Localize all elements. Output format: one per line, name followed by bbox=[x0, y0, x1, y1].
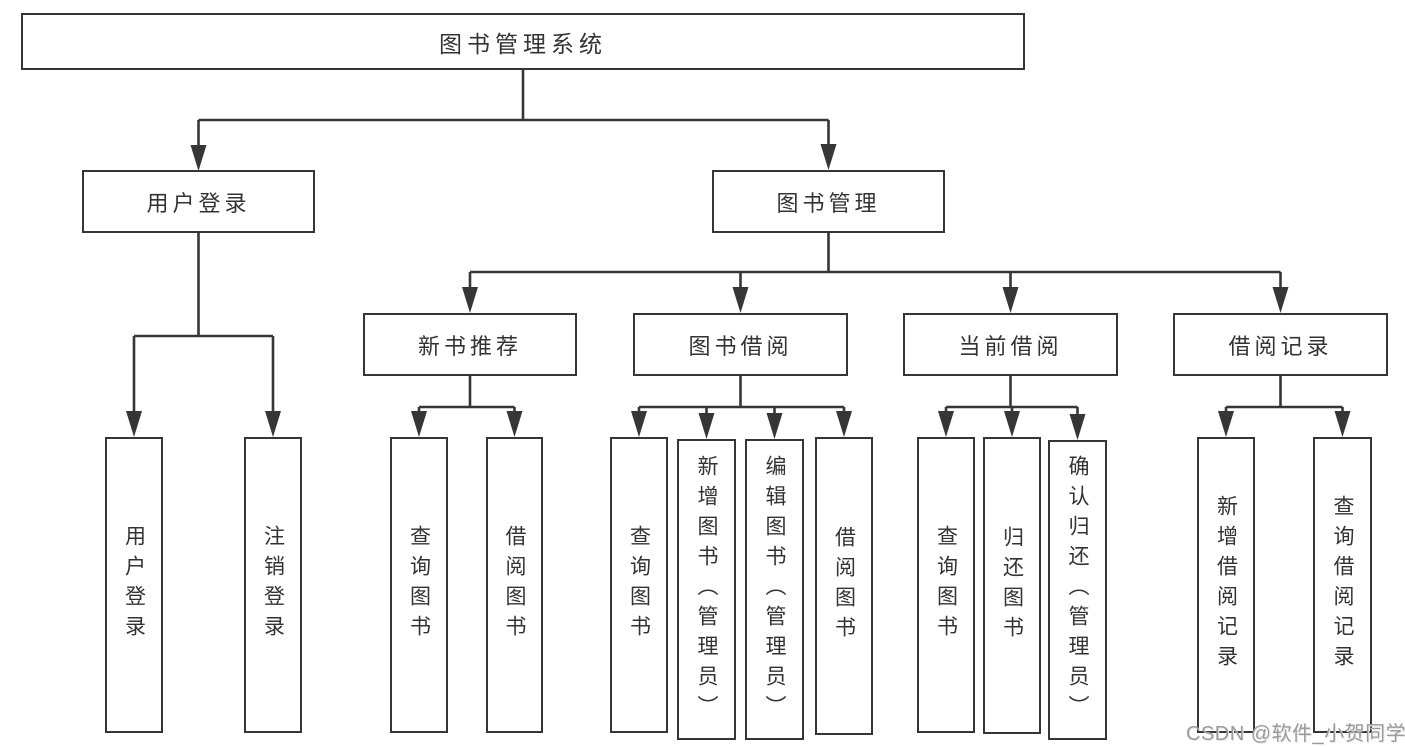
connector-book-borrow-children bbox=[637, 376, 846, 420]
leaf-query-books-recommend-label: 查询图书 bbox=[407, 525, 431, 645]
arrowhead-book-borrow bbox=[732, 287, 749, 313]
connector-book-mgmt-children bbox=[468, 233, 1282, 294]
leaf-return-books: 归还图书 bbox=[983, 437, 1041, 734]
leaf-borrow-books-borrowing: 借阅图书 bbox=[815, 437, 873, 735]
connector-borrow-records-children bbox=[1224, 376, 1344, 418]
leaf-borrow-books-recommend-label: 借阅图书 bbox=[503, 525, 526, 645]
connector-user-login-children bbox=[132, 233, 275, 418]
arrowhead-query-books-3 bbox=[938, 411, 954, 437]
node-book-management: 图书管理 bbox=[712, 170, 945, 233]
leaf-query-books-current-label: 查询图书 bbox=[934, 525, 958, 645]
leaf-query-books-borrowing: 查询图书 bbox=[610, 437, 668, 733]
arrowhead-borrow-books-1 bbox=[506, 411, 523, 437]
arrowhead-leaf-logout bbox=[265, 411, 281, 437]
leaf-query-books-borrowing-label: 查询图书 bbox=[627, 525, 651, 645]
leaf-query-books-recommend: 查询图书 bbox=[390, 437, 448, 733]
leaf-edit-books-admin: 编辑图书（管理员） bbox=[745, 439, 804, 740]
arrowhead-user-login bbox=[190, 145, 207, 171]
arrowhead-borrow-books-2 bbox=[836, 411, 852, 437]
leaf-confirm-return-admin: 确认归还（管理员） bbox=[1048, 440, 1107, 740]
node-root-label: 图书管理系统 bbox=[439, 30, 607, 57]
csdn-watermark: CSDN @软件_小贺同学 bbox=[1186, 723, 1405, 745]
leaf-query-borrow-record: 查询借阅记录 bbox=[1313, 437, 1372, 733]
leaf-user-login-label: 用户登录 bbox=[122, 525, 146, 645]
arrowhead-current-borrow bbox=[1002, 287, 1019, 313]
arrowhead-new-book-rec bbox=[462, 287, 478, 313]
arrowhead-edit-books bbox=[766, 413, 783, 439]
connector-new-book-rec-children bbox=[417, 376, 516, 418]
node-new-book-recommend-label: 新书推荐 bbox=[417, 333, 522, 359]
leaf-return-books-label: 归还图书 bbox=[1000, 525, 1024, 646]
leaf-query-borrow-record-label: 查询借阅记录 bbox=[1331, 495, 1354, 675]
arrowhead-leaf-login bbox=[126, 411, 142, 437]
leaf-add-books-admin-label: 新增图书（管理员） bbox=[695, 454, 718, 725]
leaf-user-login: 用户登录 bbox=[105, 437, 163, 733]
node-current-borrowing-label: 当前借阅 bbox=[958, 333, 1063, 359]
leaf-borrow-books-recommend: 借阅图书 bbox=[486, 437, 543, 733]
arrowhead-borrow-records bbox=[1272, 287, 1289, 313]
arrowhead-add-books bbox=[698, 413, 715, 439]
node-book-management-label: 图书管理 bbox=[776, 190, 881, 216]
connector-root-to-level2 bbox=[197, 70, 830, 152]
leaf-borrow-books-borrowing-label: 借阅图书 bbox=[832, 526, 856, 646]
arrowhead-add-borrow-record bbox=[1218, 411, 1234, 437]
node-user-login: 用户登录 bbox=[82, 170, 315, 233]
node-book-borrowing: 图书借阅 bbox=[633, 313, 848, 376]
arrowhead-query-books-2 bbox=[631, 411, 647, 437]
leaf-edit-books-admin-label: 编辑图书（管理员） bbox=[763, 454, 786, 725]
leaf-add-borrow-record-label: 新增借阅记录 bbox=[1214, 495, 1238, 675]
leaf-add-books-admin: 新增图书（管理员） bbox=[677, 439, 736, 740]
leaf-logout: 注销登录 bbox=[244, 437, 302, 733]
leaf-add-borrow-record: 新增借阅记录 bbox=[1197, 437, 1255, 733]
arrowhead-query-borrow-record bbox=[1334, 411, 1351, 437]
connector-current-borrow-children bbox=[944, 376, 1079, 421]
node-book-borrowing-label: 图书借阅 bbox=[688, 333, 793, 359]
leaf-logout-label: 注销登录 bbox=[261, 525, 285, 645]
arrowhead-confirm-return bbox=[1069, 414, 1086, 440]
node-user-login-label: 用户登录 bbox=[146, 190, 251, 216]
arrowhead-book-mgmt bbox=[820, 144, 837, 170]
node-new-book-recommend: 新书推荐 bbox=[363, 313, 577, 376]
arrowhead-return-books bbox=[1004, 411, 1020, 437]
node-root: 图书管理系统 bbox=[21, 13, 1025, 70]
node-borrowing-records: 借阅记录 bbox=[1173, 313, 1388, 376]
arrowhead-query-books-1 bbox=[411, 411, 427, 437]
leaf-query-books-current: 查询图书 bbox=[917, 437, 975, 733]
leaf-confirm-return-admin-label: 确认归还（管理员） bbox=[1066, 455, 1089, 725]
node-current-borrowing: 当前借阅 bbox=[903, 313, 1118, 376]
node-borrowing-records-label: 借阅记录 bbox=[1228, 333, 1333, 359]
